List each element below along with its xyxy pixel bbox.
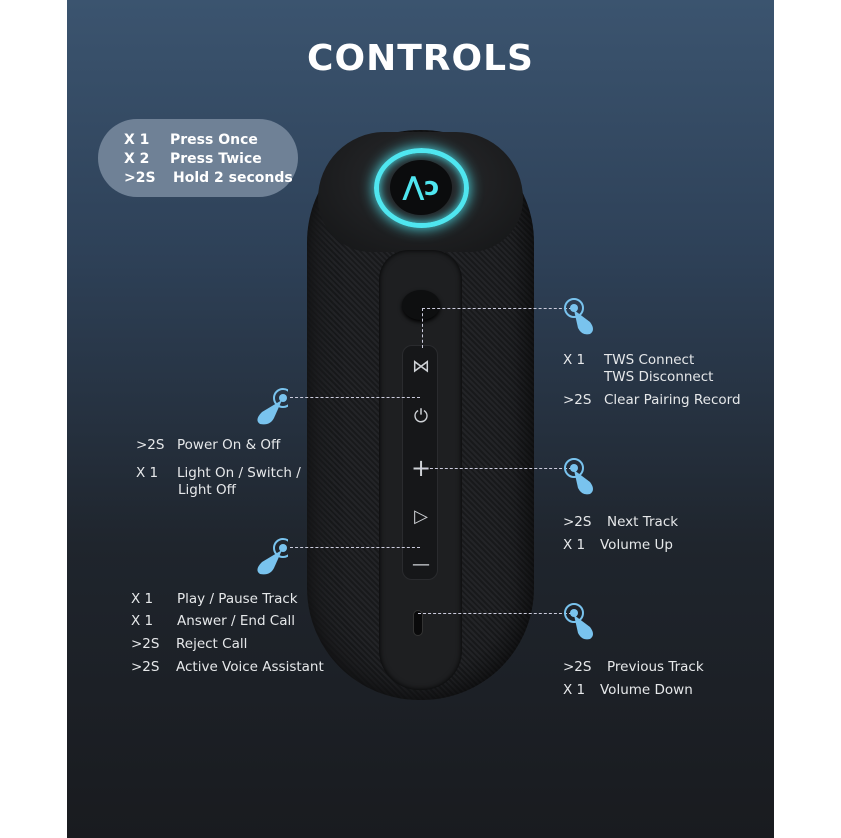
page-title: CONTROLS (307, 38, 534, 79)
charging-port (413, 610, 423, 636)
tws-label: TWS Connect (604, 352, 695, 368)
tap-hand-icon (564, 603, 593, 640)
light-ring (374, 148, 469, 228)
tap-hand-icon (257, 388, 288, 425)
tap-hand-icon (257, 538, 288, 575)
tws-label: TWS Disconnect (604, 369, 714, 385)
play-label: Play / Pause Track (177, 591, 298, 607)
legend-key: X 2 (124, 151, 150, 167)
button-panel: ⋈ ⏻ + ▷ — (402, 345, 438, 580)
legend-key: >2S (124, 170, 156, 186)
power-label: Light Off (178, 482, 236, 498)
tws-key: >2S (563, 392, 592, 408)
plus-key: >2S (563, 514, 592, 530)
minus-key: X 1 (563, 682, 586, 698)
leader-line (422, 308, 572, 309)
tws-button[interactable] (402, 290, 440, 320)
play-icon[interactable]: ▷ (414, 506, 428, 527)
legend-label: Press Twice (170, 151, 262, 167)
legend-label: Hold 2 seconds (173, 170, 293, 186)
tap-hand-icon (564, 298, 593, 335)
minus-key: >2S (563, 659, 592, 675)
power-key: X 1 (136, 465, 159, 481)
tws-icon[interactable]: ⋈ (412, 356, 430, 377)
power-key: >2S (136, 437, 165, 453)
play-label: Reject Call (176, 636, 248, 652)
power-label: Light On / Switch / (177, 465, 301, 481)
leader-line (290, 547, 420, 548)
play-key: X 1 (131, 613, 154, 629)
power-icon[interactable]: ⏻ (413, 406, 429, 427)
play-label: Active Voice Assistant (176, 659, 324, 675)
legend-label: Press Once (170, 132, 258, 148)
legend-box: X 1 Press Once X 2 Press Twice >2S Hold … (98, 119, 298, 197)
leader-line (290, 397, 420, 398)
tap-hand-icon (564, 458, 593, 495)
legend-key: X 1 (124, 132, 150, 148)
leader-line (422, 308, 423, 348)
leader-line (420, 468, 572, 469)
minus-label: Volume Down (600, 682, 693, 698)
play-key: >2S (131, 636, 160, 652)
power-label: Power On & Off (177, 437, 281, 453)
play-key: >2S (131, 659, 160, 675)
plus-label: Volume Up (600, 537, 673, 553)
tws-key: X 1 (563, 352, 586, 368)
plus-key: X 1 (563, 537, 586, 553)
plus-label: Next Track (607, 514, 679, 530)
play-label: Answer / End Call (177, 613, 295, 629)
leader-line (418, 613, 572, 614)
tws-label: Clear Pairing Record (604, 392, 741, 408)
brand-logo: ⋀ↄ (390, 160, 452, 215)
minus-icon[interactable]: — (412, 554, 430, 575)
minus-label: Previous Track (607, 659, 704, 675)
play-key: X 1 (131, 591, 154, 607)
